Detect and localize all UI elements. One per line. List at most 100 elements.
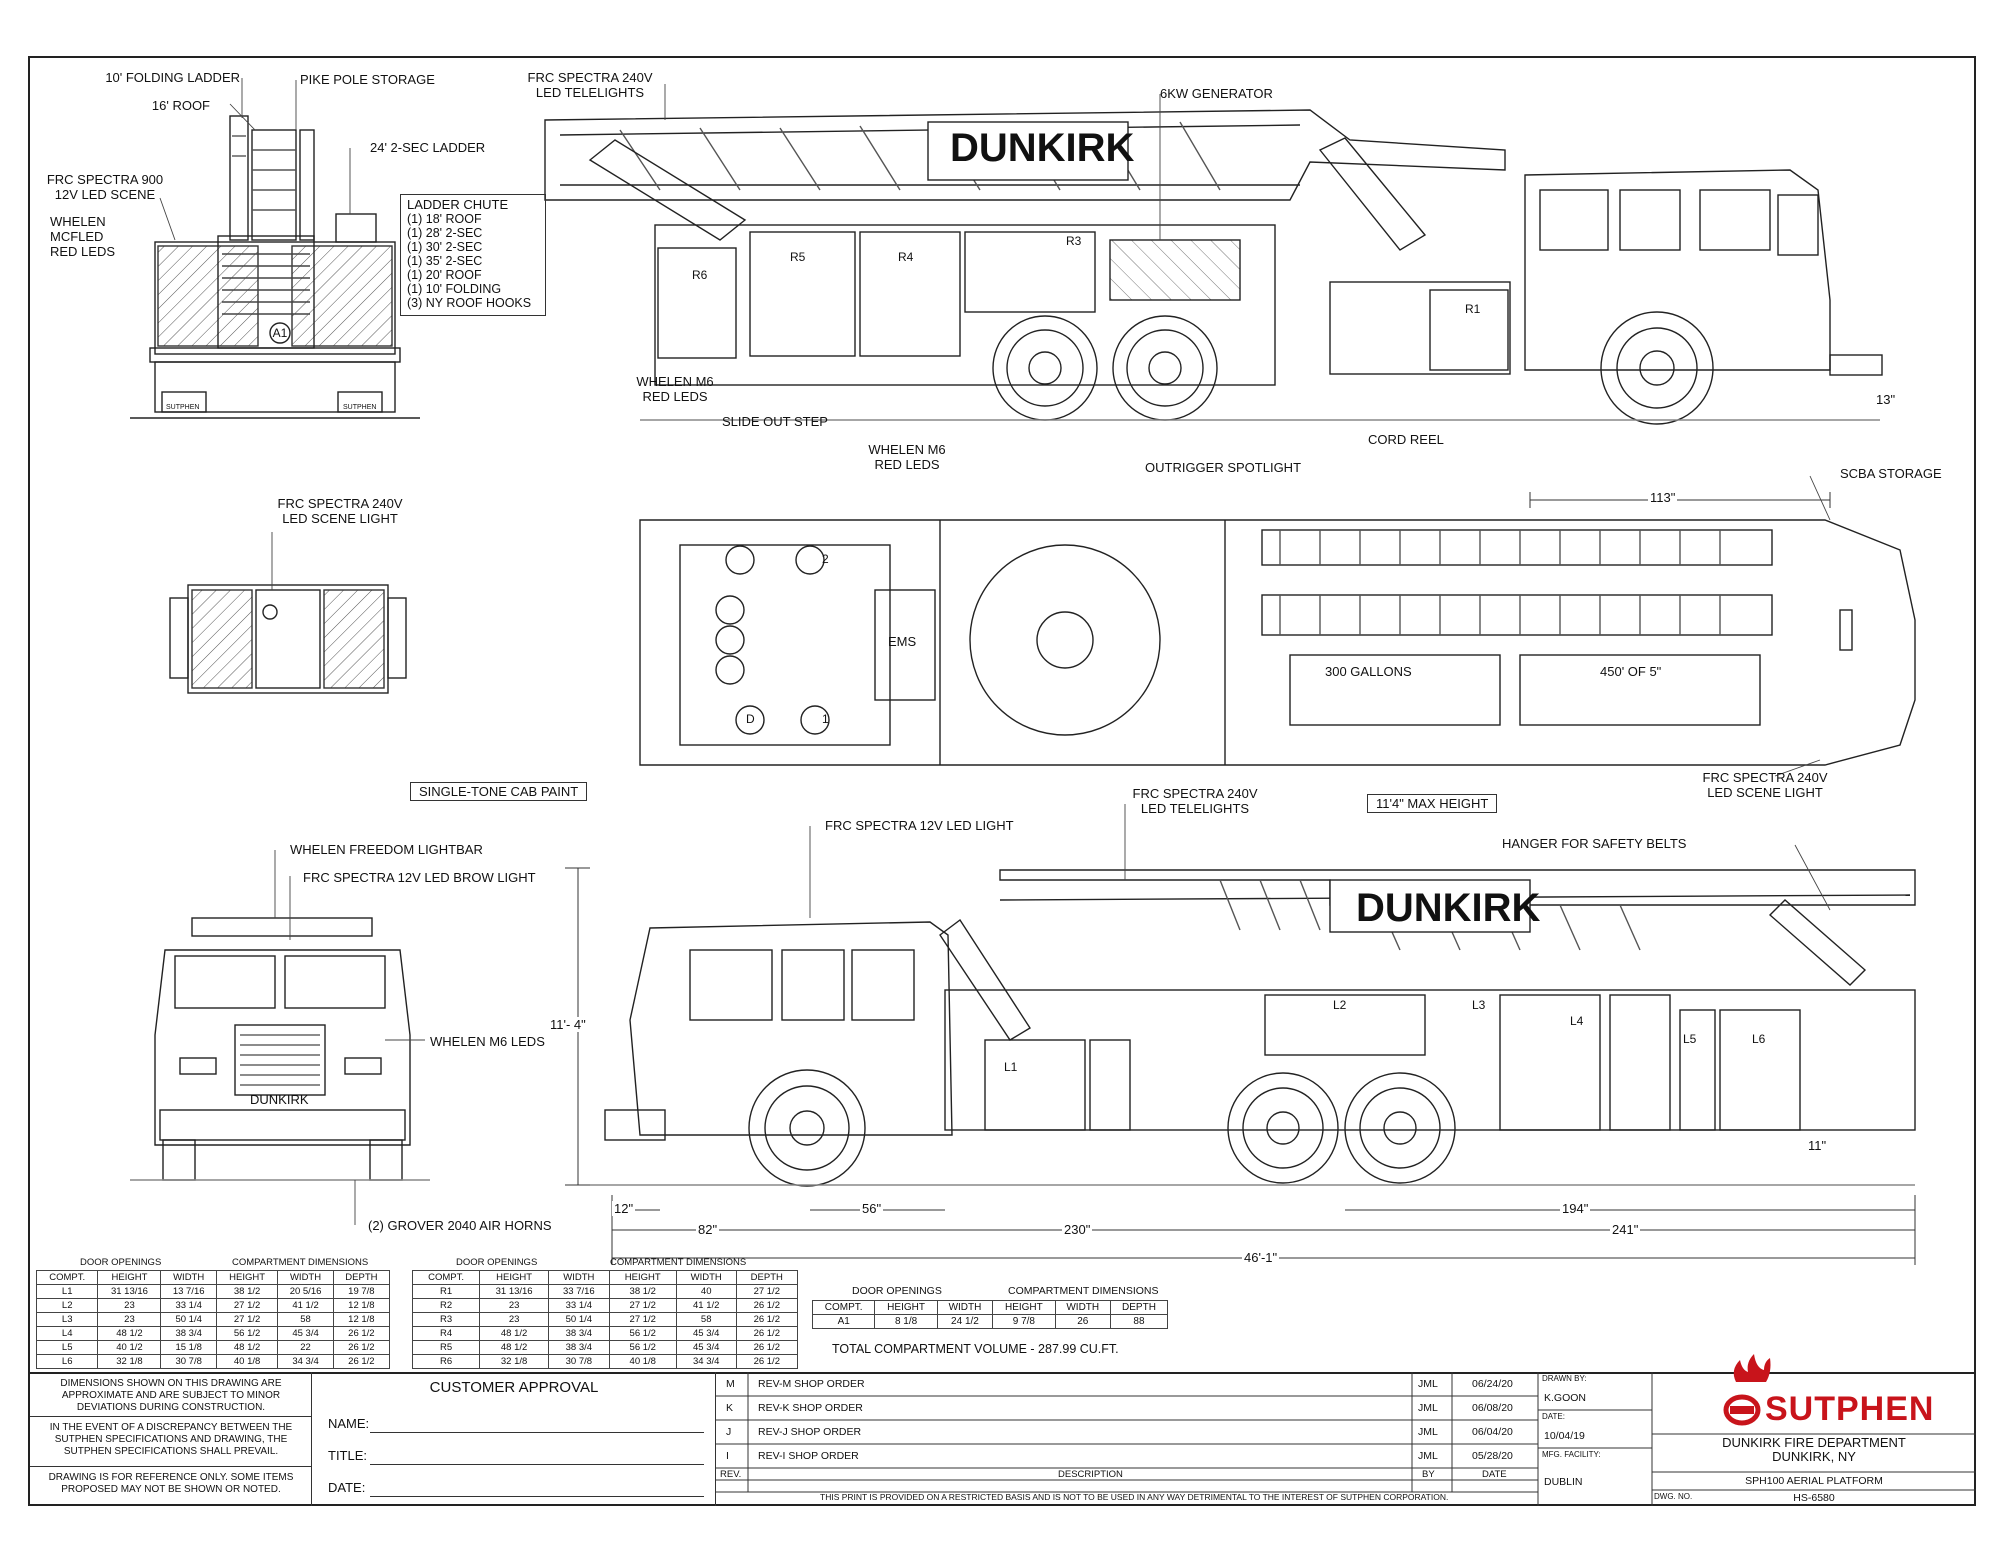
compartment-a1-label: A1: [272, 326, 288, 340]
dwg-no-value: HS-6580: [1793, 1492, 1835, 1504]
rev-i-date: 05/28/20: [1472, 1450, 1513, 1462]
title-field-label: TITLE:: [328, 1448, 368, 1463]
restricted-disclaimer: THIS PRINT IS PROVIDED ON A RESTRICTED B…: [820, 1492, 1449, 1502]
cell: 88: [1109, 1314, 1169, 1329]
right-compartment-table: COMPT. HEIGHT WIDTH HEIGHT WIDTH DEPTH R…: [411, 1270, 799, 1369]
cell: A1: [811, 1314, 876, 1329]
title-field[interactable]: [370, 1464, 704, 1465]
left-comp-caption: COMPARTMENT DIMENSIONS: [232, 1257, 369, 1268]
cell: 24 1/2: [936, 1314, 994, 1329]
cell: 30 7/8: [160, 1354, 217, 1369]
callout-air-horns: (2) GROVER 2040 AIR HORNS: [368, 1218, 552, 1233]
cell: L6: [35, 1354, 99, 1369]
rev-header: REV.: [720, 1469, 742, 1480]
compartment-l4-label: L4: [1570, 1014, 1584, 1028]
truck-name-driver: DUNKIRK: [1356, 886, 1541, 930]
rev-m-letter: M: [726, 1378, 735, 1390]
compartment-r1-label: R1: [1465, 302, 1481, 316]
compartment-l6-label: L6: [1752, 1032, 1766, 1046]
label-300-gallons: 300 GALLONS: [1325, 664, 1412, 679]
callout-brow-light: FRC SPECTRA 12V LED BROW LIGHT: [303, 870, 536, 885]
dimension-rear-axle: 194": [1560, 1201, 1591, 1216]
drawing-sheet: [28, 56, 1976, 1506]
callout-outrigger-spotlight: OUTRIGGER SPOTLIGHT: [1145, 460, 1302, 475]
compartment-r4-label: R4: [898, 250, 914, 264]
seat-d-label: D: [746, 712, 755, 726]
seat-2-label: 2: [822, 552, 829, 566]
box-max-height: 11'4" MAX HEIGHT: [1367, 794, 1498, 813]
cell: 26: [1054, 1314, 1111, 1329]
rev-i-letter: I: [726, 1450, 729, 1462]
table-header-row: COMPT. HEIGHT WIDTH HEIGHT WIDTH DEPTH: [411, 1270, 799, 1285]
date-value: 10/04/19: [1544, 1430, 1585, 1442]
cell: L3: [35, 1312, 99, 1327]
rev-m-by: JML: [1418, 1378, 1438, 1390]
dimension-height: 11'- 4": [548, 1017, 588, 1032]
callout-scba-storage: SCBA STORAGE: [1840, 466, 1942, 481]
divider: [30, 1466, 312, 1467]
ladder-chute-item: (1) 10' FOLDING: [407, 282, 502, 296]
by-header: BY: [1422, 1469, 1435, 1480]
label-ems: EMS: [888, 634, 917, 649]
compartment-l3-label: L3: [1472, 998, 1486, 1012]
ladder-chute-item: (1) 35' 2-SEC: [407, 254, 483, 268]
rev-k-date: 06/08/20: [1472, 1402, 1513, 1414]
dimension-overall-length: 46'-1": [1242, 1250, 1280, 1265]
date-header: DATE: [1482, 1469, 1507, 1480]
box-cab-paint: SINGLE-TONE CAB PAINT: [410, 782, 588, 801]
cell: 34 3/4: [277, 1354, 334, 1369]
name-field[interactable]: [370, 1432, 704, 1433]
customer-location: DUNKIRK, NY: [1772, 1449, 1856, 1464]
name-field-label: NAME:: [328, 1416, 370, 1431]
top-view: [639, 519, 1916, 766]
compartment-l1-label: L1: [1004, 1060, 1018, 1074]
rear-view-mid: [169, 584, 407, 694]
ladder-chute-item: (1) 20' ROOF: [407, 268, 482, 282]
ladder-chute-item: (1) 18' ROOF: [407, 212, 482, 226]
drawn-by-value: K.GOON: [1544, 1392, 1587, 1404]
rev-m-date: 06/24/20: [1472, 1378, 1513, 1390]
cell: 26 1/2: [735, 1354, 799, 1369]
callout-pike-pole-storage: PIKE POLE STORAGE: [300, 72, 435, 87]
rev-i-desc: REV-I SHOP ORDER: [758, 1450, 859, 1462]
callout-folding-ladder: 10' FOLDING LADDER: [105, 70, 240, 85]
facility-label: MFG. FACILITY:: [1542, 1450, 1601, 1459]
aft-compartment-table: COMPT. HEIGHT WIDTH HEIGHT WIDTH DEPTH A…: [811, 1300, 1169, 1329]
cell: 32 1/8: [97, 1354, 162, 1369]
divider: [30, 1416, 312, 1417]
callout-freedom-lightbar: WHELEN FREEDOM LIGHTBAR: [290, 842, 483, 857]
total-compartment-volume: TOTAL COMPARTMENT VOLUME - 287.99 CU.FT.: [832, 1342, 1119, 1356]
notes-column: [30, 1372, 312, 1506]
date-field[interactable]: [370, 1496, 704, 1497]
header-cell: WIDTH: [1054, 1300, 1111, 1315]
rev-m-desc: REV-M SHOP ORDER: [758, 1378, 865, 1390]
front-view: [130, 917, 430, 1181]
cell: 40 1/8: [608, 1354, 677, 1369]
compartment-r5-label: R5: [790, 250, 806, 264]
ladder-chute-item: (1) 28' 2-SEC: [407, 226, 483, 240]
dimension-approach: 13": [1874, 392, 1898, 407]
rev-i-by: JML: [1418, 1450, 1438, 1462]
callout-whelen-m6-leds: WHELEN M6 LEDS: [430, 1034, 545, 1049]
right-comp-caption: COMPARTMENT DIMENSIONS: [610, 1257, 747, 1268]
callout-12v-led-light: FRC SPECTRA 12V LED LIGHT: [825, 818, 1014, 833]
callout-whelen-m6-rear: WHELEN M6 RED LEDS: [636, 374, 714, 404]
desc-header: DESCRIPTION: [1058, 1469, 1123, 1480]
cell: 13 7/16: [160, 1284, 217, 1299]
ladder-chute-item: (3) NY ROOF HOOKS: [407, 296, 532, 310]
title-block: [28, 1372, 1976, 1506]
drawn-by-label: DRAWN BY:: [1542, 1374, 1587, 1383]
customer-approval-area: [312, 1372, 716, 1506]
driver-side-view: [590, 869, 1916, 1187]
compartment-l2-label: L2: [1333, 998, 1347, 1012]
aft-door-caption: DOOR OPENINGS: [852, 1285, 942, 1297]
